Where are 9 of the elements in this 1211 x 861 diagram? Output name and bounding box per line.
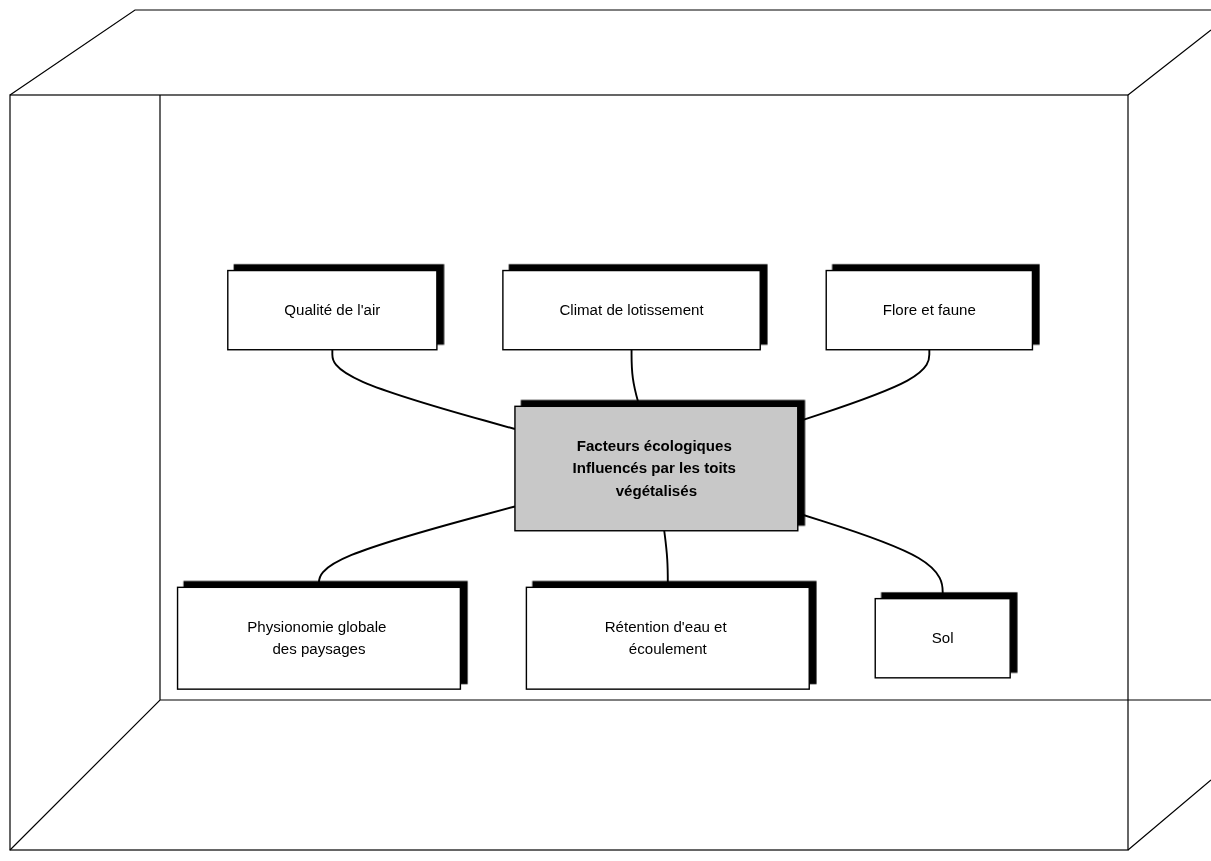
node-box: Sol [874,598,1011,679]
node-box: Rétention d'eau et écoulement [525,586,810,690]
connector [630,348,641,408]
node-box: Facteurs écologiques Influencés par les toits végétalisés [514,405,799,532]
node-box: Qualité de l'air [227,270,438,351]
node-box: Climat de lotissement [502,270,761,351]
node-box: Flore et faune [825,270,1034,351]
connector [663,529,669,589]
node-box: Physionomie globale des paysages [176,586,462,690]
